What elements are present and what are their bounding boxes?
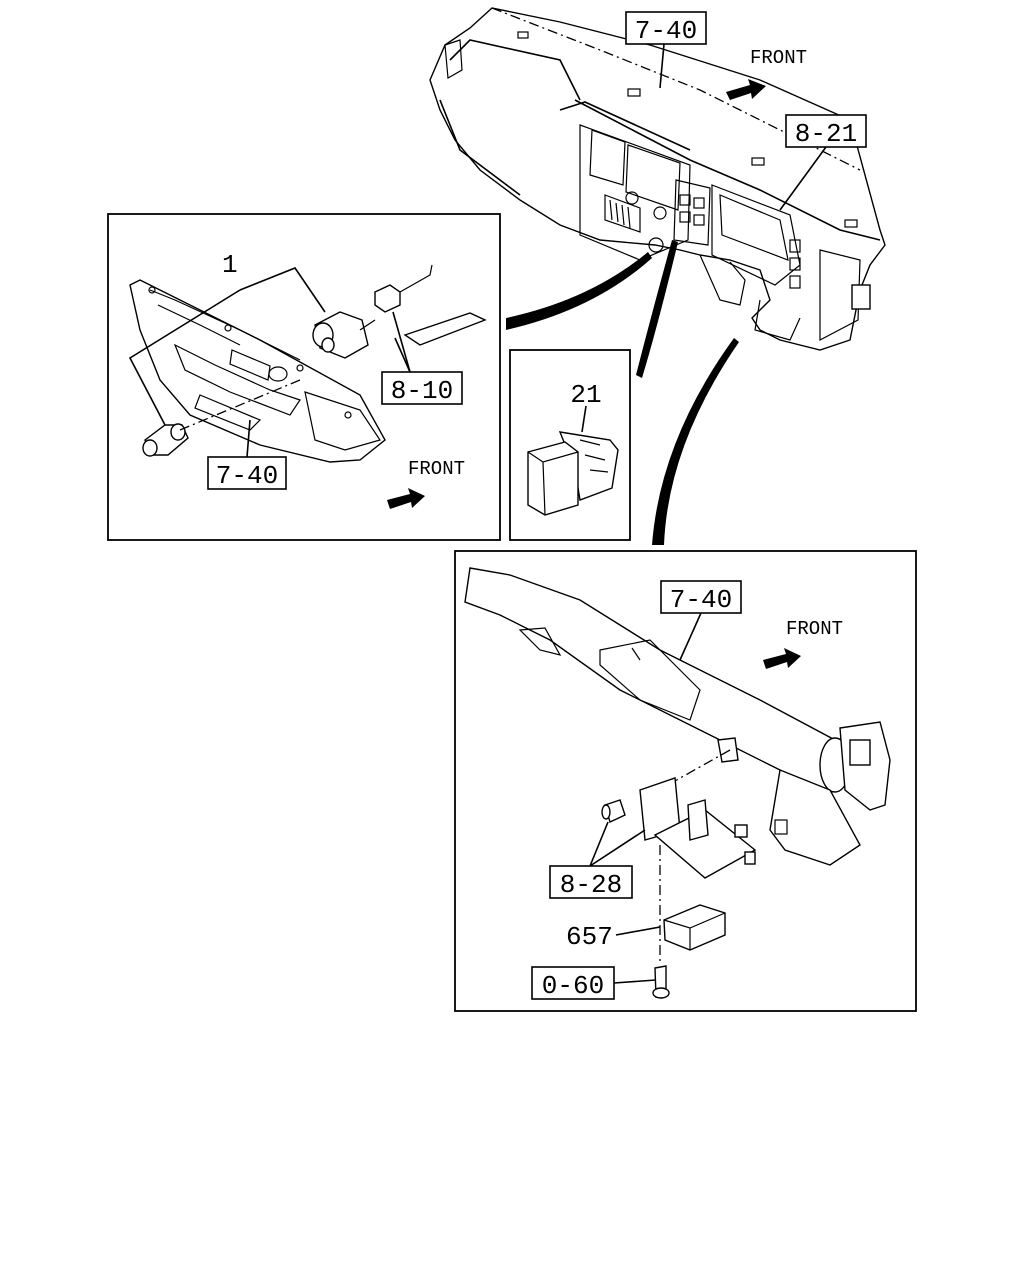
switch-part-21: 21 [527,380,619,516]
front-label-top: FRONT [750,47,807,69]
ref-0-60: 0-60 [531,965,670,1001]
part-1-callout: 1 [128,250,326,431]
ref-0-60-label: 0-60 [542,971,604,1001]
front-label-left: FRONT [408,458,465,480]
ref-7-40-top-label: 7-40 [635,16,697,46]
ref-7-40-left-label: 7-40 [216,461,278,491]
right-mount-bracket [769,721,891,866]
front-arrow-top: FRONT [726,47,807,100]
cross-beam [464,567,851,796]
ref-8-28: 8-28 [549,821,646,900]
lighter-panel [129,279,386,463]
front-arrow-bottom: FRONT [763,618,843,669]
part-1-label: 1 [222,250,238,280]
detail-box-switch [509,349,631,541]
detail-box-bracket [454,550,917,1012]
switch-bracket [601,737,757,879]
part-657: 657 [566,845,726,965]
front-label-bottom: FRONT [786,618,843,640]
part-21-label: 21 [570,380,601,410]
part-657-label: 657 [566,922,613,952]
ref-8-28-label: 8-28 [560,870,622,900]
ref-8-10-label: 8-10 [391,376,453,406]
ref-7-40-top: 7-40 [625,11,707,89]
ref-7-40-bottom-label: 7-40 [670,585,732,615]
detail-box-lighter [107,213,501,541]
lighter-plug [142,423,189,457]
ref-8-21-label: 8-21 [795,119,857,149]
lighter-socket [312,311,376,359]
ref-7-40-bottom: 7-40 [660,580,742,661]
ref-7-40-left: 7-40 [207,419,287,491]
detail-connector-arcs [506,240,739,545]
dashboard-assembly [429,7,886,351]
connector-harness [374,264,487,346]
front-arrow-left: FRONT [387,458,465,509]
ref-8-21: 8-21 [779,114,867,211]
ref-8-10: 8-10 [381,311,463,406]
